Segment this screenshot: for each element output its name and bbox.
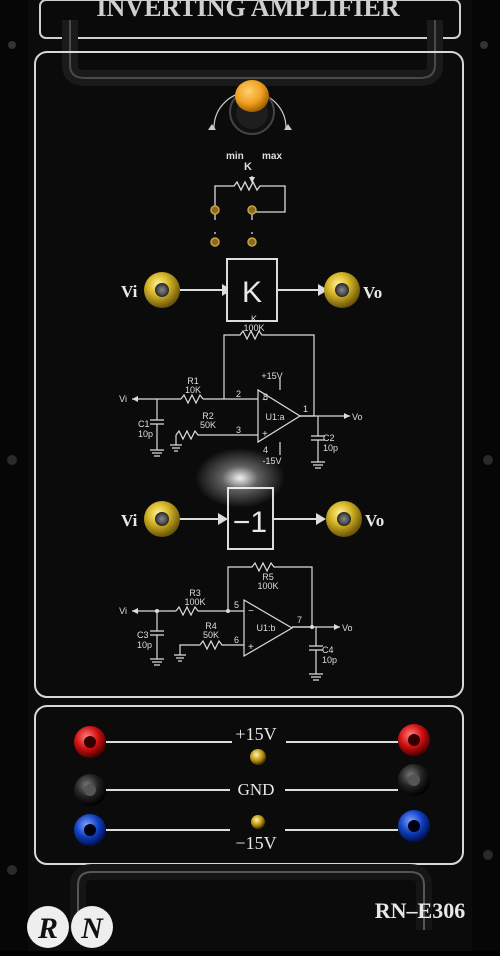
cb-vi: Vi [119,606,127,616]
ca-opamp: U1:a [265,412,284,422]
ca-pin8: 8 [263,392,268,402]
ca-r1-value: 10K [185,385,201,395]
pot-schematic [214,176,286,236]
vo-label-minus1: Vo [365,511,384,530]
cb-r3-value: 100K [184,597,205,607]
cb-c3-name: C3 [137,630,149,640]
plus15v-label: +15V [235,724,276,744]
model-label: RN–E306 [375,898,465,923]
cb-c3-value: 10p [137,640,152,650]
ca-c2-name: C2 [323,433,335,443]
circuit-area-border [34,51,464,698]
gnd-label: GND [238,780,275,799]
minus1-gain-label: −1 [233,506,267,539]
minus15v-label: −15V [235,833,276,853]
ca-r1-name: R1 [187,376,199,386]
knob-cap-icon [235,80,269,112]
ca-r2-value: 50K [200,420,216,430]
vo-label-k: Vo [363,283,382,302]
ca-pin4: 4 [263,445,268,455]
vi-label-k: Vi [121,282,138,301]
cb-c4-name: C4 [322,645,334,655]
ca-c2-value: 10p [323,443,338,453]
cb-opamp: U1:b [256,623,275,633]
cb-pin7: 7 [297,615,302,625]
svg-text:+: + [262,429,268,440]
minus15v-led-icon [251,815,265,829]
ca-vplus: +15V [261,371,282,381]
screw-icon [483,455,493,465]
knob-min-label: min [226,151,244,162]
svg-text:R: R [37,912,58,945]
circuit-b-wires [132,561,340,681]
svg-text:−: − [262,395,268,406]
cb-r4-name: R4 [205,621,217,631]
screw-icon [480,41,488,49]
vi-label-minus1: Vi [121,511,138,530]
cb-c4-value: 10p [322,655,337,665]
title-plate [39,0,461,39]
pot-label: K [244,161,252,173]
cb-r3-name: R3 [189,588,201,598]
cb-pin5: 5 [234,600,239,610]
cb-r4-value: 50K [203,630,219,640]
ca-pin1: 1 [303,404,308,414]
ca-c1-name: C1 [138,419,150,429]
rn-logo [27,906,113,948]
ca-pin3: 3 [236,425,241,435]
k-block [178,258,328,322]
ca-r2-name: R2 [202,411,214,421]
panel-title: INVERTING AMPLIFIER [96,0,399,22]
k-gain-label: K [242,276,262,309]
ca-k-name: K [251,314,257,324]
svg-text:N: N [80,912,104,945]
power-rails [106,741,398,831]
svg-text:−: − [248,606,254,617]
cb-vo: Vo [342,623,353,633]
light-glare [195,448,285,508]
cb-r5-name: R5 [262,572,274,582]
screw-icon [7,455,17,465]
screw-icon [8,41,16,49]
ca-vo: Vo [352,412,363,422]
screw-icon [483,850,493,860]
plus15v-led-icon [250,749,266,765]
circuit-a-wires [132,329,350,469]
ca-c1-value: 10p [138,429,153,439]
ca-vi: Vi [119,394,127,404]
svg-text:+: + [248,642,254,653]
screw-icon [7,865,17,875]
cb-pin6: 6 [234,635,239,645]
cb-r5-value: 100K [257,581,278,591]
ca-k-value: 100K [243,323,264,333]
knob-max-label: max [262,151,282,162]
ca-pin2: 2 [236,389,241,399]
pot-terminals[interactable] [210,205,257,247]
